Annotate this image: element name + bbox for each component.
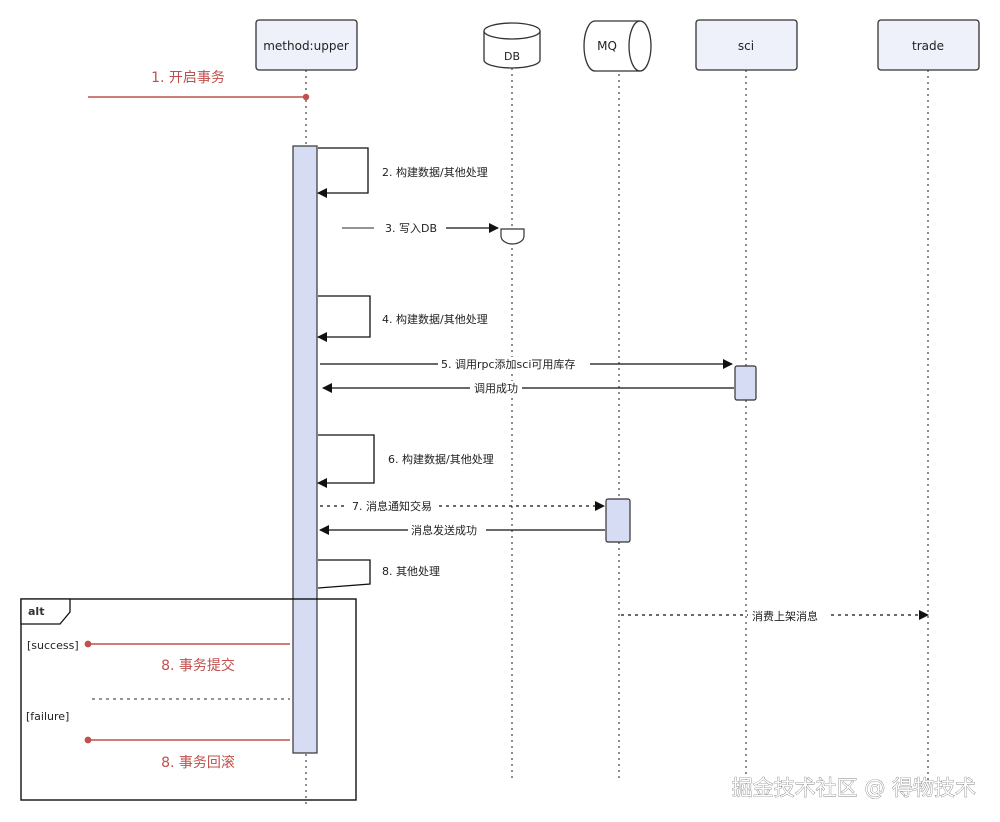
method-activation-bar xyxy=(292,145,318,754)
participant-method-label: method:upper xyxy=(263,39,349,53)
message-6: 6. 构建数据/其他处理 xyxy=(317,434,494,488)
message-7-reply: 消息发送成功 xyxy=(319,523,605,537)
rollback-label: 8. 事务回滚 xyxy=(161,754,235,771)
participant-trade-label: trade xyxy=(912,39,944,53)
message-7: 7. 消息通知交易 xyxy=(320,498,631,543)
message-1-label: 1. 开启事务 xyxy=(151,70,225,86)
message-2: 2. 构建数据/其他处理 xyxy=(317,147,488,198)
message-8-label: 8. 其他处理 xyxy=(382,565,440,578)
participant-trade: trade xyxy=(877,19,980,71)
participant-sci-label: sci xyxy=(738,39,754,53)
participant-sci: sci xyxy=(695,19,798,71)
message-6-label: 6. 构建数据/其他处理 xyxy=(388,452,494,466)
message-4-label: 4. 构建数据/其他处理 xyxy=(382,312,488,326)
db-activation xyxy=(500,228,525,245)
commit-label: 8. 事务提交 xyxy=(161,657,235,674)
sci-activation xyxy=(734,365,757,401)
message-4: 4. 构建数据/其他处理 xyxy=(317,295,488,342)
message-5: 5. 调用rpc添加sci可用库存 xyxy=(320,357,757,401)
mq-activation xyxy=(605,498,631,543)
message-2-label: 2. 构建数据/其他处理 xyxy=(382,165,488,179)
message-mq-trade: 消费上架消息 xyxy=(621,608,929,623)
watermark: 掘金技术社区 @ 得物技术 xyxy=(732,776,976,800)
message-5-reply-label: 调用成功 xyxy=(474,382,518,395)
alt-fragment: alt [success] 8. 事务提交 [failure] 8. 事务回滚 xyxy=(20,598,357,801)
message-5-reply: 调用成功 xyxy=(322,381,734,395)
message-1: 1. 开启事务 xyxy=(88,70,310,101)
participant-mq-label: MQ xyxy=(597,39,617,53)
message-7-reply-label: 消息发送成功 xyxy=(411,523,477,537)
message-5-label: 5. 调用rpc添加sci可用库存 xyxy=(441,357,575,371)
participant-mq: MQ xyxy=(583,20,652,72)
participant-db: DB xyxy=(483,22,541,69)
participant-db-label: DB xyxy=(504,50,520,63)
participant-method: method:upper xyxy=(255,19,358,71)
message-3-label: 3. 写入DB xyxy=(385,222,437,235)
message-3: 3. 写入DB xyxy=(342,222,525,245)
message-7-label: 7. 消息通知交易 xyxy=(352,499,432,513)
alt-tag: alt xyxy=(28,605,44,618)
message-mq-trade-label: 消费上架消息 xyxy=(752,609,818,623)
guard-success: [success] xyxy=(27,639,79,652)
message-8: 8. 其他处理 xyxy=(317,559,440,589)
guard-failure: [failure] xyxy=(26,710,69,723)
